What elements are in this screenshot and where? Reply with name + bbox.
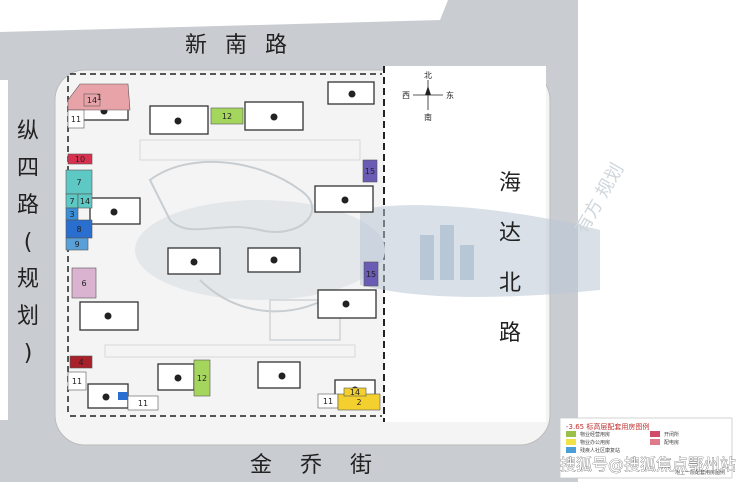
zone-11: [127, 395, 159, 411]
zone-15: [363, 261, 379, 287]
zone-label: 11: [323, 397, 333, 406]
zone-label: 15: [365, 167, 375, 176]
road-label-south: 金乔街: [250, 453, 400, 478]
path-outline-1: [139, 139, 361, 161]
road-label-north: 新南路: [185, 33, 305, 58]
zone-10: [67, 153, 93, 165]
road-char: 达: [499, 221, 521, 246]
zone-15: [362, 159, 378, 183]
road-char: 四: [17, 156, 39, 181]
logo-bar-3: [460, 245, 474, 280]
road-char: 纵: [17, 119, 39, 144]
zone-label: 14: [87, 96, 97, 105]
zone-label: 15: [366, 270, 376, 279]
legend-swatch: [566, 431, 576, 437]
zone-7: [65, 169, 93, 195]
legend-swatch: [566, 439, 576, 445]
legend-swatch: [566, 447, 576, 453]
compass-west: 西: [402, 91, 410, 100]
legend-label: 物业办公用房: [580, 439, 610, 446]
zone-14: [343, 387, 367, 397]
legend-label: 残疾人社区康复站: [580, 447, 620, 454]
path-outline-2: [104, 344, 356, 358]
legend-swatch: [650, 431, 660, 437]
zone-9: [65, 237, 89, 251]
zone-label: 1: [96, 93, 101, 102]
source-watermark: 搜狐号@搜狐焦点鄂州站: [560, 455, 736, 474]
zone-label: 7: [69, 197, 74, 206]
compass-south: 南: [424, 112, 432, 122]
zone-label: 14: [80, 197, 90, 206]
road-label-west: 纵四路 ( 规划): [17, 119, 39, 366]
legend-swatch: [650, 439, 660, 445]
landscape-path-1: [148, 160, 314, 233]
compass-east: 东: [446, 90, 454, 100]
legend-label: 开闭所: [664, 431, 679, 438]
compass-north: 北: [424, 71, 432, 80]
zone-label: 6: [81, 279, 86, 288]
legend-title: -3.65 标高层配套用房图例: [566, 422, 649, 431]
zone-14: [77, 193, 93, 209]
zone-label: 10: [75, 155, 85, 164]
zone-14: [83, 93, 101, 107]
east-margin: [578, 0, 740, 482]
road-char: 路: [499, 321, 521, 346]
zone-12: [193, 359, 211, 397]
zone-label: 11: [138, 399, 148, 408]
zone-11: [67, 109, 85, 129]
zone-label: 11: [71, 115, 81, 124]
zone-label: 3: [69, 210, 74, 219]
zone-label: 4: [78, 358, 83, 367]
zone-4: [69, 355, 93, 369]
zone-label: 9: [74, 240, 79, 249]
building-markers: [100, 90, 359, 401]
plaza-outline: [269, 299, 341, 341]
zone-12: [210, 107, 244, 125]
zone-label: 11: [72, 377, 82, 386]
zone-label: 7: [76, 178, 81, 187]
road-char: 规: [17, 267, 39, 292]
zone-11: [67, 371, 87, 391]
zone-label: 8: [76, 225, 81, 234]
zone-label: 14: [350, 388, 360, 397]
legend-label: 物业经营用房: [580, 431, 610, 438]
road-char: 海: [499, 171, 521, 196]
facility-zones: [65, 83, 381, 411]
road-char: 划: [17, 304, 39, 329]
compass: 北 南 西 东: [402, 71, 454, 122]
road-char: 路: [17, 193, 39, 218]
zone-label: 2: [356, 398, 361, 407]
building: [257, 361, 301, 389]
legend-box: [559, 417, 733, 479]
zone-label: 12: [197, 374, 207, 383]
building: [247, 247, 301, 273]
legend-footer: 地上一层配套用房图例: [675, 469, 725, 476]
zone-label: 12: [222, 112, 232, 121]
legend-label: 配电房: [664, 439, 679, 446]
road-char: 北: [499, 271, 521, 296]
logo-bar-2: [440, 225, 454, 280]
road-char: (: [24, 230, 33, 255]
zone-accessible-blue: [118, 392, 128, 400]
zone-6: [71, 267, 97, 299]
road-char: ): [24, 341, 33, 366]
top-margin: [0, 0, 440, 30]
west-margin: [0, 80, 8, 420]
logo-bar-1: [420, 235, 434, 280]
